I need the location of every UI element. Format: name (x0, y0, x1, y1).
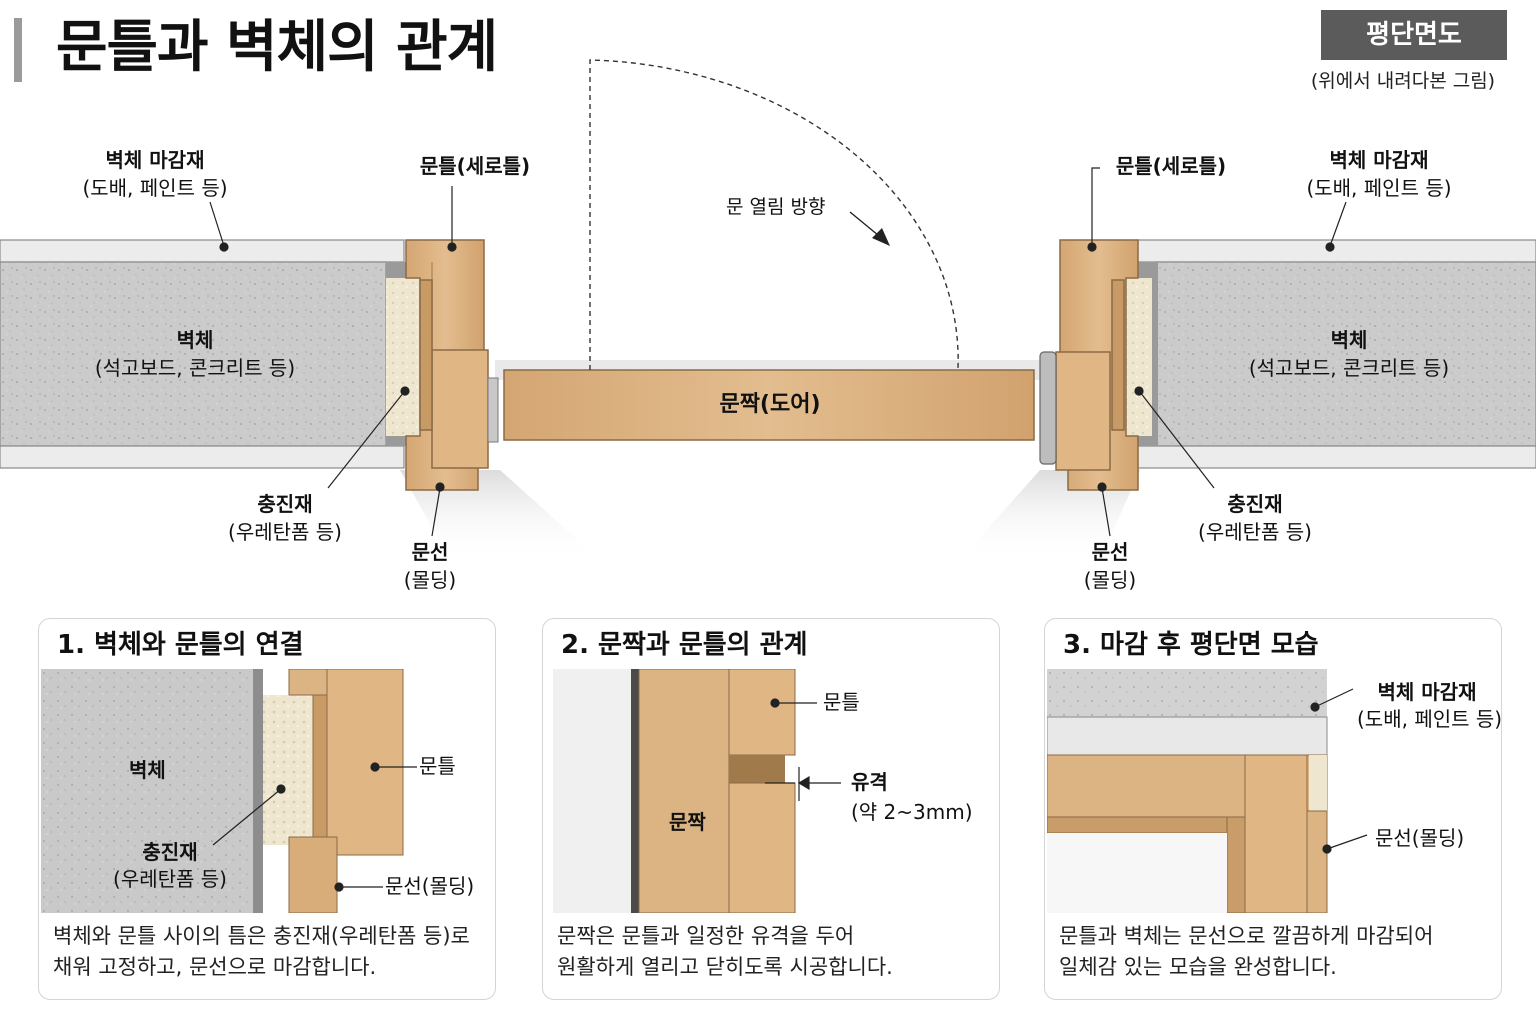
right-casing-label: 문선(몰딩) (1083, 540, 1137, 592)
left-frame-label: 문틀(세로틀) (419, 154, 531, 178)
right-frame-stop (1055, 351, 1111, 471)
view-type-subtitle: (위에서 내려다본 그림) (1310, 70, 1496, 92)
hinge-icon (1039, 351, 1057, 465)
right-frame-label: 문틀(세로틀) (1115, 154, 1227, 178)
left-wall-label: 벽체(석고보드, 콘크리트 등) (94, 328, 296, 380)
left-finish-label: 벽체 마감재(도배, 페인트 등) (82, 148, 228, 200)
panel-2-title: 2. 문짝과 문틀의 관계 (561, 630, 808, 660)
left-leader-lines (209, 186, 457, 537)
left-strike-plate (487, 377, 499, 443)
view-type-badge: 평단면도 (1321, 10, 1507, 60)
p1-frame-ribs (312, 694, 328, 842)
door-swing-arc (589, 59, 959, 370)
p2-gap (729, 755, 785, 783)
p2-gap-sub-label: (약 2~3mm) (851, 800, 973, 824)
p1-wall (41, 669, 253, 913)
p2-wall (553, 669, 633, 913)
panel-1-figure (41, 669, 417, 913)
p1-frame-top (288, 669, 328, 696)
panel-2-figure (553, 669, 841, 913)
p3-finish-label: 벽체 마감재(도배, 페인트 등) (1357, 680, 1503, 731)
plan-section-drawing (0, 59, 1536, 560)
left-frame-ribs (419, 279, 433, 431)
detail-panel-2: 2. 문짝과 문틀의 관계 문틀 유격 (약 2~3mm) 문짝 문짝은 문틀과… (542, 618, 1000, 1000)
p3-finish (1047, 716, 1328, 756)
p3-casing-label: 문선(몰딩) (1375, 826, 1465, 850)
title-accent-bar (14, 18, 22, 82)
left-casing-label: 문선(몰딩) (403, 540, 457, 592)
left-filler (386, 278, 424, 436)
p3-opening (1047, 833, 1227, 913)
page-title: 문틀과 벽체의 관계 (56, 15, 498, 80)
panel-3-figure (1047, 669, 1368, 913)
left-door-frame (405, 239, 489, 491)
p1-frame (326, 669, 404, 856)
detail-panel-1: 1. 벽체와 문틀의 연결 벽체 충진재(우레탄폼 등) 문틀 문선(몰딩) 벽 (38, 618, 496, 1000)
p3-head-frame (1047, 816, 1238, 834)
p1-casing (288, 836, 338, 913)
p2-frame-top (728, 669, 796, 756)
p3-casing-edge (1306, 810, 1328, 913)
swing-direction-label: 문 열림 방향 (726, 196, 826, 218)
panel-3-title: 3. 마감 후 평단면 모습 (1063, 630, 1319, 660)
right-wall (1135, 239, 1536, 469)
left-filler-label: 충진재(우레탄폼 등) (228, 492, 342, 544)
p1-wall-edge (253, 669, 263, 913)
right-wall-core (1155, 261, 1536, 447)
p3-side-casing (1244, 754, 1308, 913)
right-finish-top (1135, 239, 1536, 263)
right-frame-shadow (960, 470, 1140, 560)
p2-door-label: 문짝 (669, 810, 706, 834)
p1-filler-label: 충진재(우레탄폼 등) (113, 840, 227, 891)
p2-frame-bottom (728, 782, 796, 913)
p2-seal (631, 669, 639, 913)
p3-side-frame (1226, 816, 1246, 913)
right-wall-label: 벽체(석고보드, 콘크리트 등) (1248, 328, 1450, 380)
panel-1-title: 1. 벽체와 문틀의 연결 (57, 630, 304, 660)
detail-panel-3: 3. 마감 후 평단면 모습 벽체 마감재(도배, 페인트 등) 문선(몰딩) … (1044, 618, 1502, 1000)
p2-frame-label: 문틀 (823, 690, 860, 714)
p1-frame-label: 문틀 (419, 754, 456, 778)
p3-filler (1309, 755, 1327, 811)
left-finish-bottom (0, 445, 405, 469)
p1-casing-label: 문선(몰딩) (385, 874, 475, 898)
p1-filler (263, 695, 313, 845)
swing-arrow-head-icon (872, 228, 890, 246)
right-door-frame (1055, 239, 1139, 491)
right-finish-label: 벽체 마감재(도배, 페인트 등) (1306, 148, 1452, 200)
left-frame-shadow (400, 470, 600, 560)
right-filler-label: 충진재(우레탄폼 등) (1198, 492, 1312, 544)
p1-wall-label: 벽체 (129, 758, 166, 782)
door-leaf-label: 문짝(도어) (719, 392, 821, 417)
p3-wall (1047, 669, 1327, 717)
left-finish-top (0, 239, 405, 263)
right-frame-ribs (1111, 279, 1125, 431)
door-leaf (503, 369, 1035, 441)
p2-gap-label: 유격 (851, 770, 888, 794)
p2-door (638, 669, 730, 913)
right-leader-lines (1087, 167, 1347, 537)
left-frame-stop (431, 349, 489, 469)
